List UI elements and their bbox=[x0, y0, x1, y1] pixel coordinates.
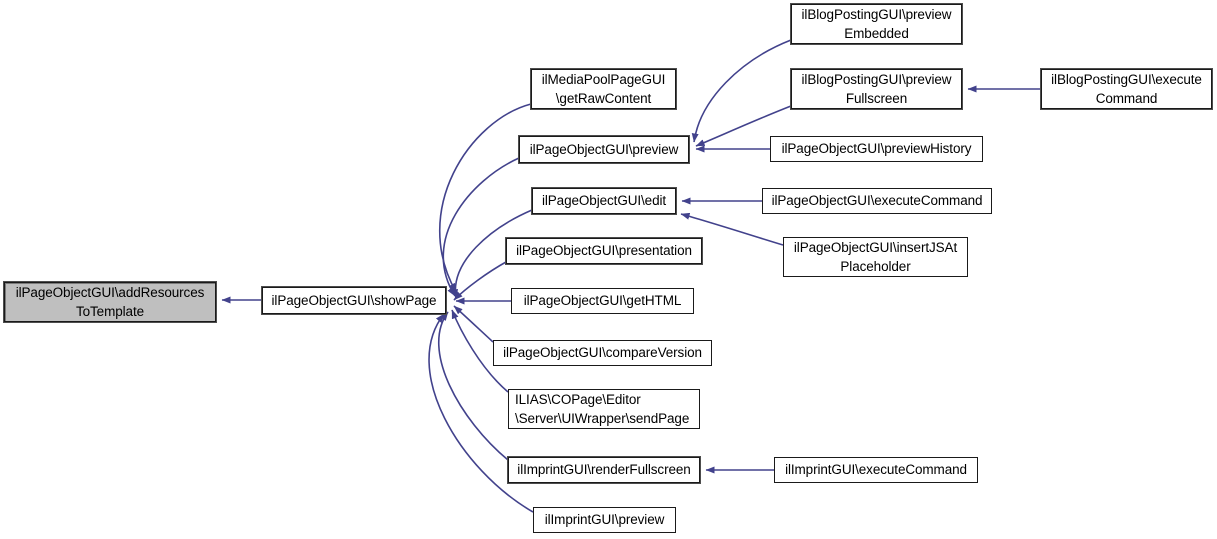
graph-node-imprintPreview[interactable]: ilImprintGUI\preview bbox=[533, 507, 676, 533]
graph-node-addResourcesToTemplate[interactable]: ilPageObjectGUI\addResources ToTemplate bbox=[3, 281, 217, 323]
graph-node-presentation[interactable]: ilPageObjectGUI\presentation bbox=[505, 237, 703, 265]
call-edge-blogPreviewEmbedded-to-preview bbox=[691, 39, 792, 143]
graph-node-insertJSAtPlaceholder[interactable]: ilPageObjectGUI\insertJSAt Placeholder bbox=[783, 237, 968, 277]
graph-node-compareVersion[interactable]: ilPageObjectGUI\compareVersion bbox=[493, 340, 712, 366]
graph-node-previewHistory[interactable]: ilPageObjectGUI\previewHistory bbox=[770, 136, 983, 162]
graph-node-blogPreviewEmbedded[interactable]: ilBlogPostingGUI\preview Embedded bbox=[790, 3, 963, 45]
graph-node-sendPage[interactable]: ILIAS\COPage\Editor \Server\UIWrapper\se… bbox=[508, 389, 700, 429]
graph-node-showPage[interactable]: ilPageObjectGUI\showPage bbox=[261, 286, 447, 315]
graph-node-blogPreviewFullscreen[interactable]: ilBlogPostingGUI\preview Fullscreen bbox=[790, 68, 963, 110]
graph-node-renderFullscreen[interactable]: ilImprintGUI\renderFullscreen bbox=[507, 456, 701, 484]
call-edge-preview-to-showPage bbox=[442, 157, 520, 297]
graph-node-preview[interactable]: ilPageObjectGUI\preview bbox=[518, 135, 690, 164]
graph-node-imprintExecuteCommand[interactable]: ilImprintGUI\executeCommand bbox=[774, 457, 978, 483]
call-edge-presentation-to-showPage bbox=[453, 261, 507, 301]
graph-node-getRawContent[interactable]: ilMediaPoolPageGUI \getRawContent bbox=[530, 68, 677, 110]
graph-node-blogExecuteCommand[interactable]: ilBlogPostingGUI\execute Command bbox=[1040, 68, 1213, 110]
call-edge-compareVersion-to-showPage bbox=[453, 305, 494, 343]
graph-node-getHTML[interactable]: ilPageObjectGUI\getHTML bbox=[511, 288, 694, 314]
call-edge-renderFullscreen-to-showPage bbox=[437, 311, 509, 461]
graph-node-pageExecuteCommand[interactable]: ilPageObjectGUI\executeCommand bbox=[762, 188, 992, 214]
graph-node-edit[interactable]: ilPageObjectGUI\edit bbox=[531, 187, 677, 215]
